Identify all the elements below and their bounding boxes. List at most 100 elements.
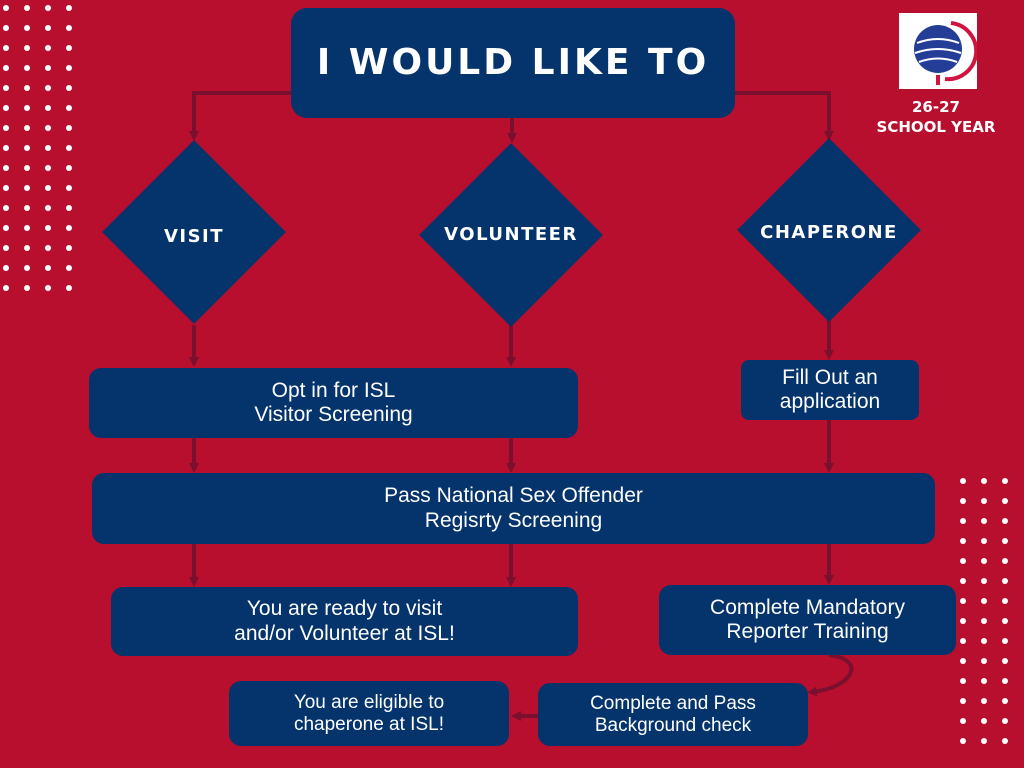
decor-dot [960, 718, 966, 724]
visit-label: VISIT [163, 226, 225, 247]
decor-dot [960, 518, 966, 524]
registry-box: Pass National Sex Offender Regisrty Scre… [92, 473, 935, 544]
decor-dot [45, 125, 51, 131]
globe-icon [914, 21, 979, 85]
background-check-box: Complete and Pass Background check [538, 683, 808, 746]
decor-dot [24, 105, 30, 111]
decor-dot [66, 25, 72, 31]
decor-dot [24, 225, 30, 231]
decor-dot [960, 558, 966, 564]
decor-dot [45, 285, 51, 291]
page-title: I WOULD LIKE TO [316, 42, 710, 84]
fill-out-box: Fill Out an application [741, 360, 919, 420]
decor-dot [45, 105, 51, 111]
eligible-box: You are eligible to chaperone at ISL! [229, 681, 509, 746]
decor-dot [3, 205, 9, 211]
decor-dot [960, 618, 966, 624]
decor-dot [981, 518, 987, 524]
decor-dot [3, 65, 9, 71]
decor-dot [45, 145, 51, 151]
opt-in-text: Opt in for ISL Visitor Screening [254, 378, 413, 426]
decor-dot [3, 125, 9, 131]
decor-dot [66, 45, 72, 51]
decor-dot [981, 678, 987, 684]
decor-dot [45, 45, 51, 51]
decor-dot [1002, 698, 1008, 704]
background-check-text: Complete and Pass Background check [590, 692, 756, 736]
decor-dot [1002, 598, 1008, 604]
decor-dot [981, 658, 987, 664]
decor-dot [66, 285, 72, 291]
school-year-text: SCHOOL YEAR [876, 117, 996, 136]
decor-dot [3, 245, 9, 251]
decor-dot [3, 185, 9, 191]
decor-dot [66, 165, 72, 171]
decor-dot [66, 125, 72, 131]
decor-dot [66, 65, 72, 71]
decor-dot [3, 25, 9, 31]
training-text: Complete Mandatory Reporter Training [710, 595, 905, 643]
decor-dot [981, 578, 987, 584]
decor-dot [1002, 678, 1008, 684]
decor-dot [3, 225, 9, 231]
decor-dot [45, 25, 51, 31]
decor-dot [66, 145, 72, 151]
decor-dot [1002, 738, 1008, 744]
fill-out-text: Fill Out an application [779, 365, 881, 413]
decor-dot [981, 638, 987, 644]
registry-text: Pass National Sex Offender Regisrty Scre… [384, 484, 643, 532]
decor-dot [981, 538, 987, 544]
decor-dot [24, 5, 30, 11]
decor-dot [3, 105, 9, 111]
decor-dot [3, 45, 9, 51]
ready-text: You are ready to visit and/or Volunteer … [234, 597, 455, 645]
decor-dot [3, 265, 9, 271]
decor-dot [45, 65, 51, 71]
decor-dot [66, 205, 72, 211]
decor-dot [1002, 518, 1008, 524]
decor-dot [45, 205, 51, 211]
training-box: Complete Mandatory Reporter Training [659, 585, 956, 655]
decor-dot [24, 205, 30, 211]
decor-dot [1002, 538, 1008, 544]
volunteer-label: VOLUNTEER [444, 224, 578, 245]
decor-dot [24, 145, 30, 151]
decor-dot [960, 678, 966, 684]
decor-dot [960, 498, 966, 504]
decor-dot [66, 5, 72, 11]
decor-dot [981, 618, 987, 624]
decor-dot [24, 85, 30, 91]
decor-dot [45, 225, 51, 231]
decor-dot [24, 265, 30, 271]
ready-box: You are ready to visit and/or Volunteer … [111, 587, 578, 656]
decor-dot [960, 598, 966, 604]
decor-dot [1002, 478, 1008, 484]
decor-dot [45, 165, 51, 171]
decor-dot [24, 285, 30, 291]
decor-dot [66, 245, 72, 251]
decor-dot [1002, 498, 1008, 504]
decor-dot [981, 738, 987, 744]
decor-dot [1002, 718, 1008, 724]
title-box: I WOULD LIKE TO [291, 8, 735, 118]
decor-dot [981, 478, 987, 484]
decor-dot [981, 598, 987, 604]
decor-dot [3, 165, 9, 171]
decor-dot [45, 245, 51, 251]
decor-dot [45, 85, 51, 91]
decor-dot [981, 498, 987, 504]
decor-dot [960, 658, 966, 664]
decor-dot [981, 718, 987, 724]
decor-dot [24, 65, 30, 71]
decor-dot [24, 125, 30, 131]
decor-dot [24, 245, 30, 251]
decor-dot [960, 478, 966, 484]
decor-dot [3, 285, 9, 291]
arrow-title-to-visit [189, 91, 291, 141]
decor-dot [960, 638, 966, 644]
arrow-training-to-background [807, 653, 854, 697]
decor-dot [24, 45, 30, 51]
decor-dot [960, 738, 966, 744]
eligible-text: You are eligible to chaperone at ISL! [293, 691, 445, 735]
